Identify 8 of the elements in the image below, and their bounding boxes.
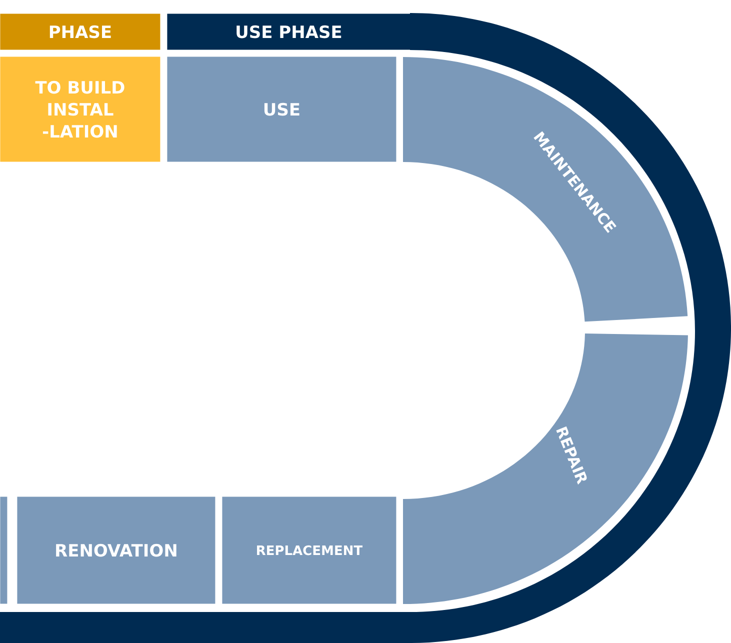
- phase-header: PHASE: [0, 14, 160, 50]
- phase-box: TO BUILD INSTAL -LATION: [0, 56, 160, 162]
- step-box: [0, 496, 8, 604]
- step-box: RENOVATION: [17, 496, 216, 604]
- step-box: USE: [167, 56, 396, 162]
- node-label: USE PHASE: [236, 25, 342, 38]
- step-box: REPLACEMENT: [222, 496, 396, 604]
- phase-header: USE PHASE: [167, 14, 410, 50]
